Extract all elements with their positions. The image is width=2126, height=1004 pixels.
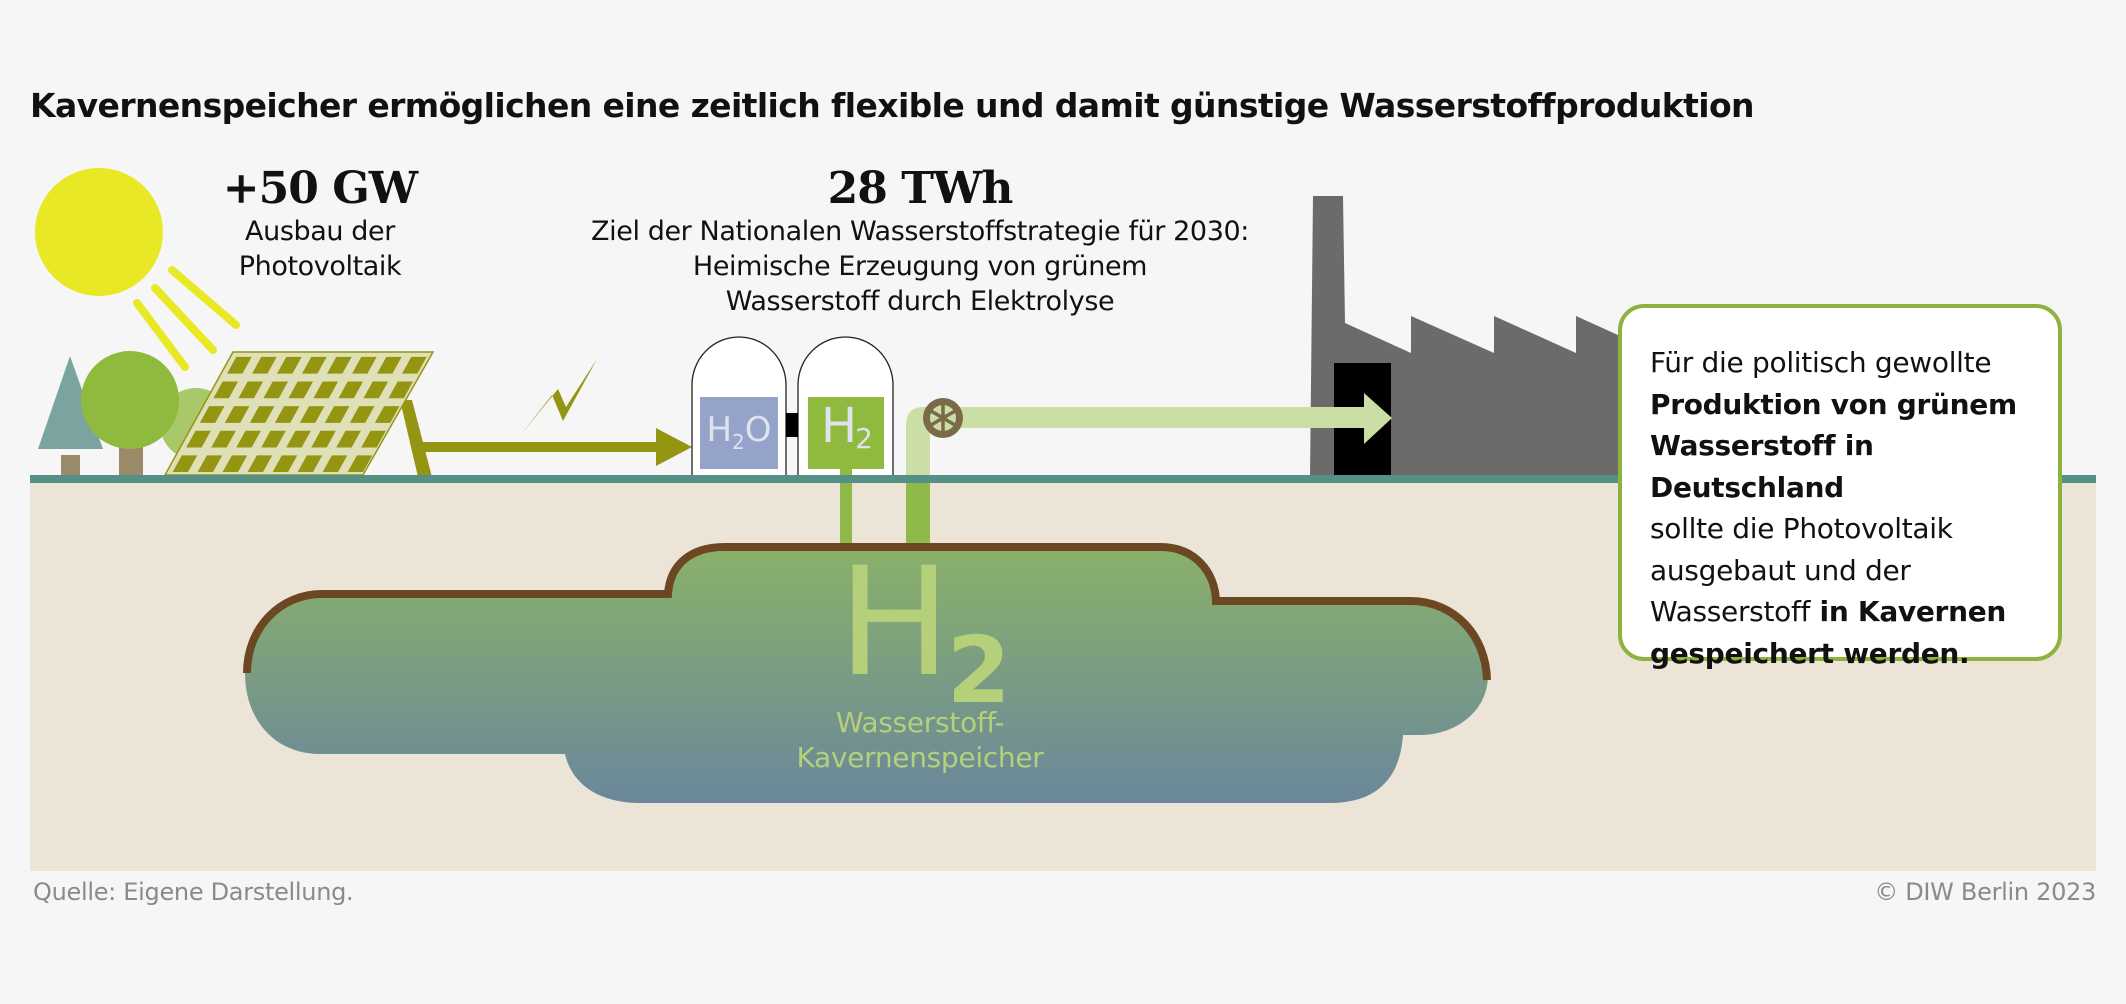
hydrogen-label: H2 bbox=[821, 398, 873, 455]
cavern-storage-icon bbox=[243, 543, 1491, 803]
water-label: H2O bbox=[706, 410, 772, 454]
pipes bbox=[840, 407, 1364, 549]
electrolyser-tanks-icon bbox=[691, 336, 894, 476]
hydrogen-delivery-arrow bbox=[1300, 393, 1392, 444]
solar-panel-icon bbox=[163, 351, 435, 477]
chart-title: Kavernenspeicher ermöglichen eine zeitli… bbox=[30, 86, 1755, 125]
factory-icon bbox=[1310, 196, 1640, 477]
footer-copyright: © DIW Berlin 2023 bbox=[1874, 878, 2096, 906]
water-box bbox=[700, 397, 778, 469]
target-line3: Wasserstoff durch Elektrolyse bbox=[725, 286, 1115, 317]
ground-line bbox=[30, 475, 2096, 483]
target-value: 28 TWh bbox=[827, 163, 1014, 214]
target-block: 28 TWh Ziel der Nationalen Wasserstoffst… bbox=[540, 163, 1300, 319]
lightning-icon bbox=[519, 359, 597, 437]
cavern-formula: H2 bbox=[838, 536, 1011, 724]
target-line2: Heimische Erzeugung von grünem bbox=[692, 251, 1148, 282]
pv-value: +50 GW bbox=[222, 163, 418, 214]
info-box: Für die politisch gewollte Produktion vo… bbox=[1618, 304, 2062, 670]
power-arrow bbox=[415, 428, 692, 466]
hydrogen-box bbox=[808, 397, 884, 469]
sun-icon bbox=[35, 168, 240, 371]
pv-expansion-block: +50 GW Ausbau der Photovoltaik bbox=[200, 163, 440, 284]
pv-caption-line1: Ausbau der bbox=[245, 216, 395, 247]
footer-source: Quelle: Eigene Darstellung. bbox=[33, 878, 354, 906]
pv-caption-line2: Photovoltaik bbox=[238, 251, 402, 282]
target-line1: Ziel der Nationalen Wasserstoffstrategie… bbox=[591, 216, 1249, 247]
valve-wheel-icon bbox=[923, 398, 963, 438]
cavern-label: Wasserstoff- Kavernenspeicher bbox=[796, 706, 1044, 774]
